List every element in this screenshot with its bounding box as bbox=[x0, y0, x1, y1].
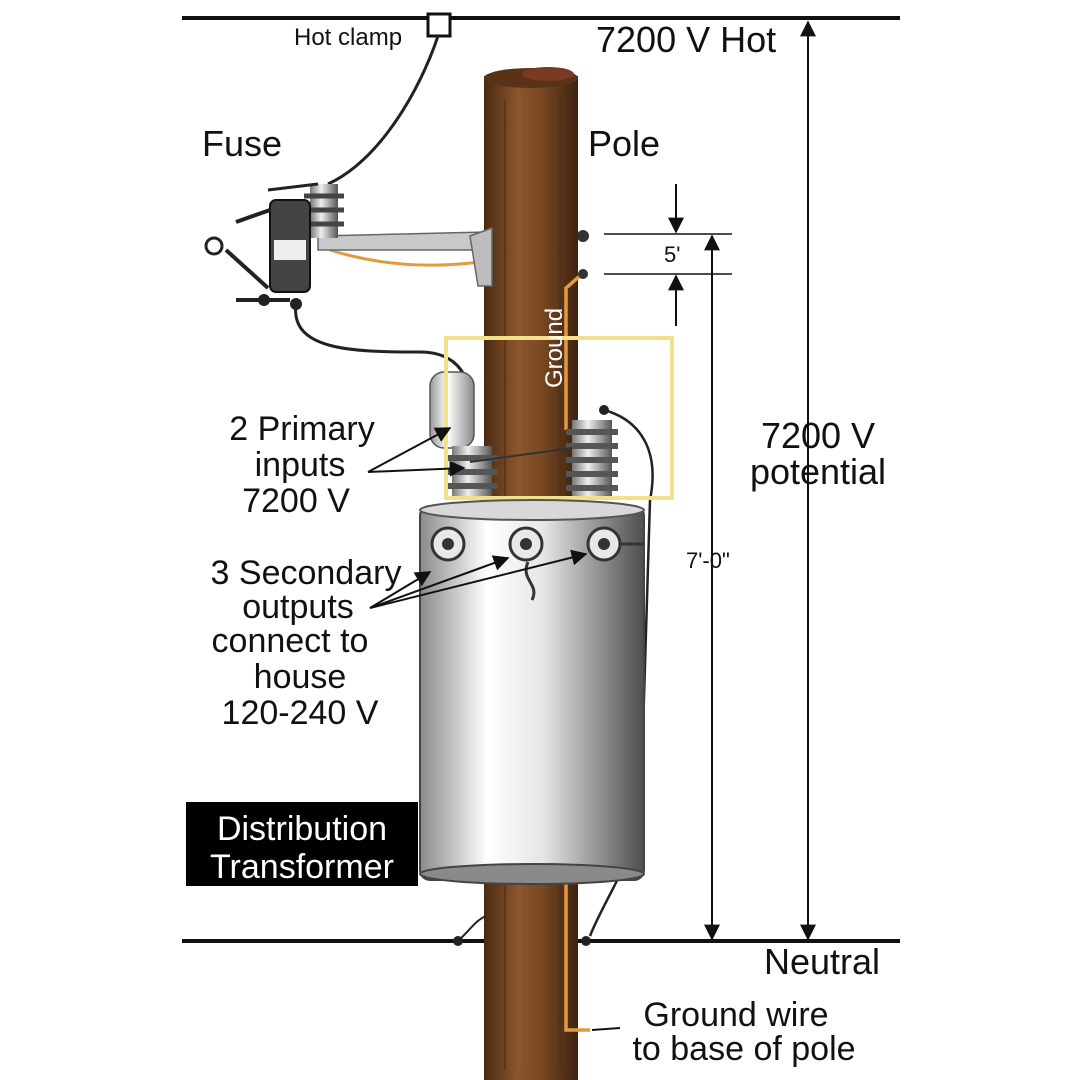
primary-callout-lines bbox=[367, 427, 466, 477]
svg-text:7200 V: 7200 V bbox=[242, 482, 350, 520]
distribution-transformer bbox=[419, 499, 645, 885]
spacing-5-label: 5' bbox=[664, 242, 680, 267]
secondary-terminal-1 bbox=[430, 526, 466, 562]
height-7-0-label: 7'-0" bbox=[686, 548, 730, 573]
primary-inputs-label: 2 Primary inputs 7200 V bbox=[229, 410, 374, 520]
svg-text:Ground wire: Ground wire bbox=[643, 996, 828, 1034]
svg-text:to base of pole: to base of pole bbox=[632, 1030, 855, 1068]
svg-text:potential: potential bbox=[750, 451, 886, 492]
svg-text:7200 V: 7200 V bbox=[761, 415, 875, 456]
svg-text:2 Primary: 2 Primary bbox=[229, 410, 374, 448]
highlight-box bbox=[444, 336, 674, 500]
svg-text:outputs: outputs bbox=[242, 588, 354, 626]
secondary-callout-lines bbox=[369, 549, 588, 609]
svg-text:inputs: inputs bbox=[255, 446, 346, 484]
neutral-label: Neutral bbox=[764, 941, 880, 982]
crossarm-bracket bbox=[317, 226, 589, 287]
surge-arrester bbox=[429, 371, 475, 449]
pole-label: Pole bbox=[588, 123, 660, 164]
ground-on-pole-label: Ground bbox=[541, 308, 568, 388]
svg-text:3 Secondary: 3 Secondary bbox=[211, 554, 402, 592]
svg-text:connect to: connect to bbox=[212, 622, 369, 660]
potential-label: 7200 V potential bbox=[750, 415, 886, 492]
hot-clamp-icon bbox=[426, 12, 452, 38]
transformer-title: Distribution Transformer bbox=[186, 802, 418, 886]
svg-text:Transformer: Transformer bbox=[210, 848, 394, 886]
secondary-outputs-label: 3 Secondary outputs connect to house 120… bbox=[211, 554, 402, 732]
fuse-cutout bbox=[204, 182, 319, 310]
hot-clamp-label: Hot clamp bbox=[294, 24, 402, 51]
pin-insulator bbox=[304, 184, 344, 238]
ground-wire bbox=[329, 248, 590, 1032]
secondary-terminal-2 bbox=[508, 526, 544, 601]
svg-text:120-240 V: 120-240 V bbox=[222, 694, 379, 732]
secondary-terminal-3 bbox=[586, 526, 644, 562]
primary-bushing-right bbox=[566, 405, 618, 496]
ground-callout-line bbox=[591, 1027, 621, 1031]
ground-wire-label: Ground wire to base of pole bbox=[632, 996, 855, 1068]
primary-bushing-left bbox=[446, 446, 498, 496]
svg-text:Distribution: Distribution bbox=[217, 810, 387, 848]
fuse-label: Fuse bbox=[202, 123, 282, 164]
hot-line-label: 7200 V Hot bbox=[596, 19, 776, 60]
svg-text:house: house bbox=[254, 658, 347, 696]
